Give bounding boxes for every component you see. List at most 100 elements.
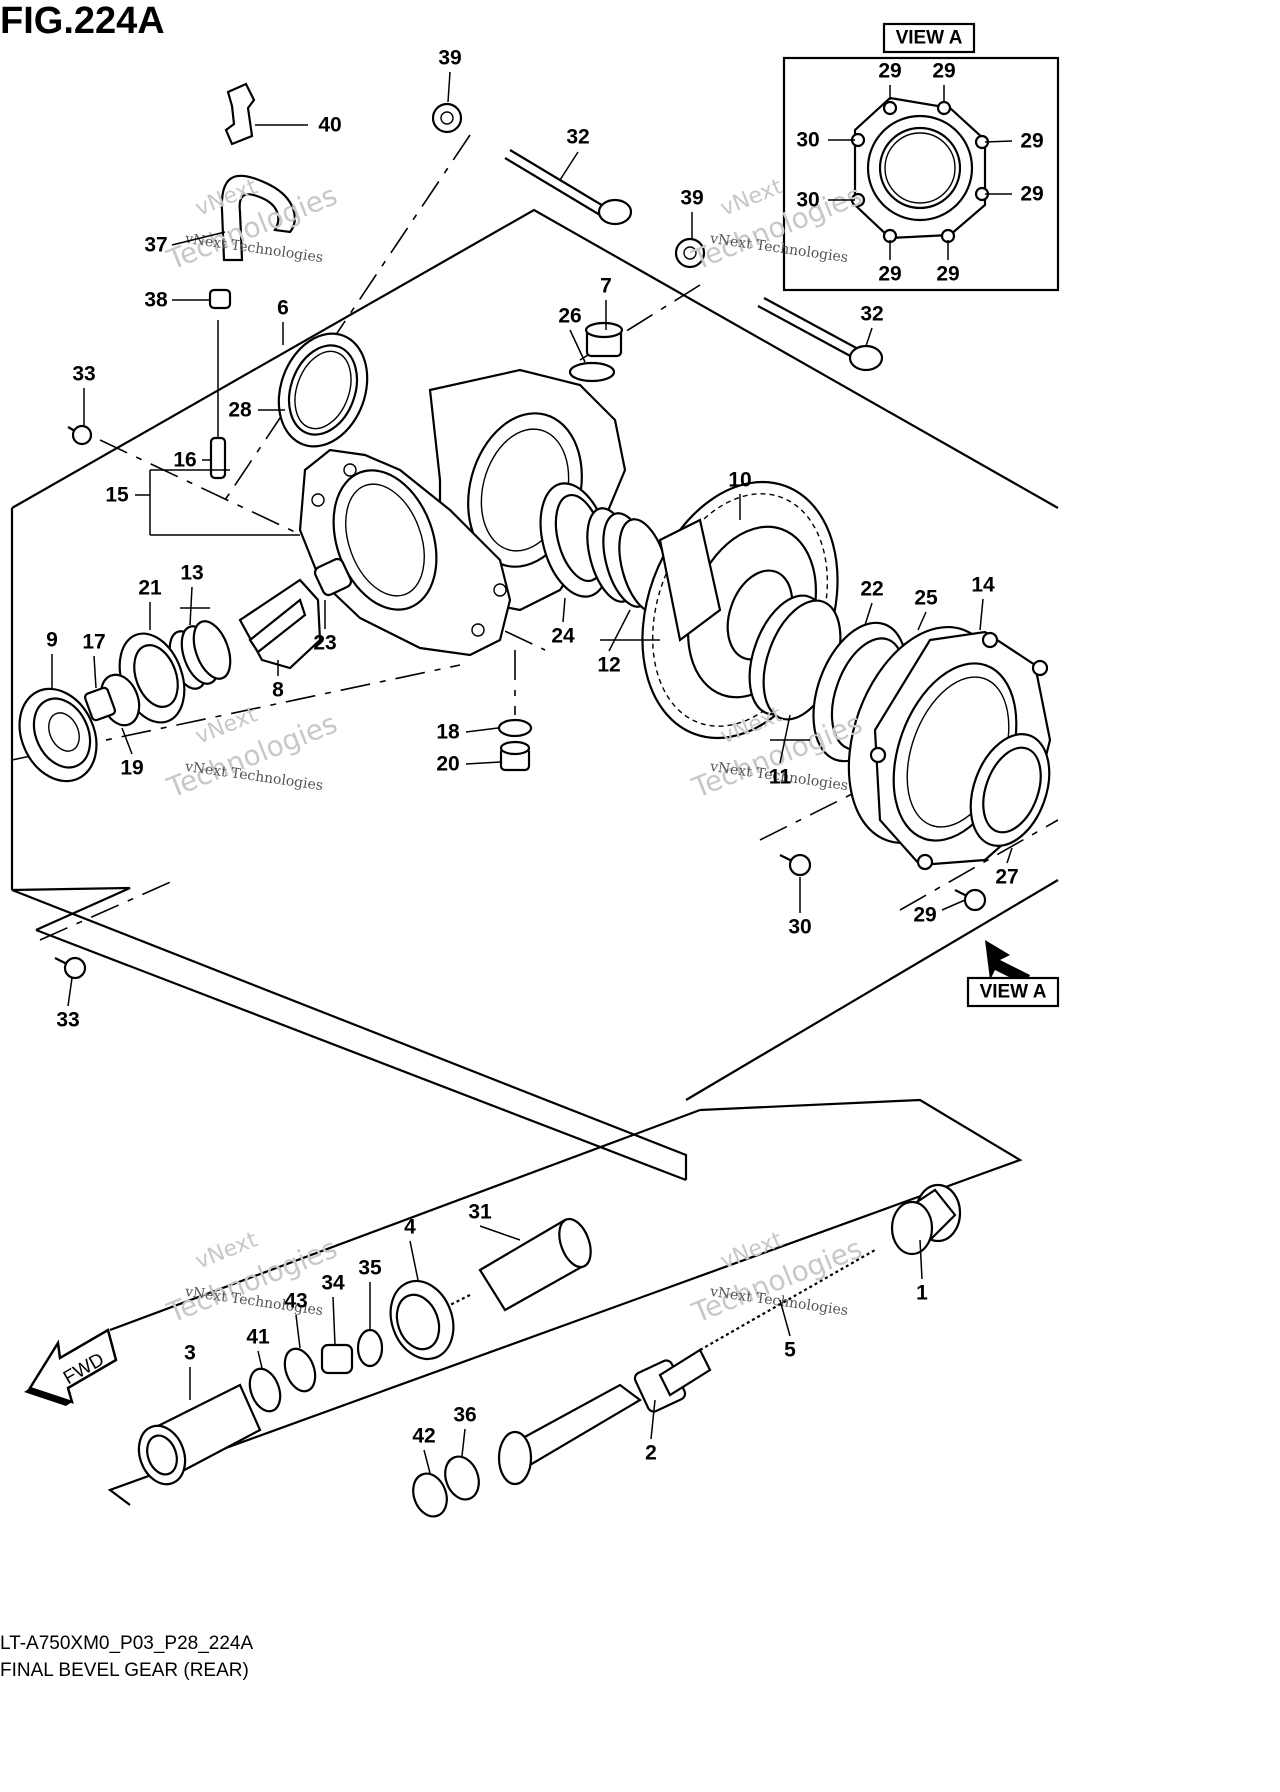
callout-c26: 26 xyxy=(558,305,581,328)
housing-flange-bore xyxy=(332,469,438,611)
leader-c26 xyxy=(569,329,586,363)
leader-c25 xyxy=(917,611,927,631)
o-ring-26 xyxy=(568,361,616,383)
callout-c30a: 30 xyxy=(788,916,811,939)
bolt-29 xyxy=(954,888,987,912)
centerline-bolt30 xyxy=(759,779,881,841)
view-a-tag-bottom xyxy=(966,976,1060,1008)
cover-bore xyxy=(884,132,956,204)
view-a-inset: VIEW A xyxy=(782,22,1060,292)
frame-lower-diagonal xyxy=(35,928,687,1182)
bolt-32a xyxy=(504,149,633,226)
callout-c12: 12 xyxy=(597,654,620,677)
cover-bolt-hole xyxy=(936,100,952,116)
callout-c32a: 32 xyxy=(566,126,589,149)
leader-c24 xyxy=(562,597,566,623)
callout-c19: 19 xyxy=(120,757,143,780)
view-a-tag-text-top: VIEW A xyxy=(896,28,963,49)
washer-35 xyxy=(356,1328,384,1368)
leader-c14 xyxy=(979,598,984,631)
coupling-1 xyxy=(890,1183,962,1256)
callout-c31: 31 xyxy=(468,1201,492,1224)
callout-c14: 14 xyxy=(971,574,995,597)
cover-bolt-hole xyxy=(882,100,898,116)
oil-seal-6 xyxy=(277,332,369,448)
callout-c23: 23 xyxy=(313,632,336,655)
joint-31 xyxy=(429,1217,592,1316)
plug-7 xyxy=(584,321,624,358)
circlip-43 xyxy=(283,1347,317,1393)
view-a-indicator: VIEW A xyxy=(966,940,1060,1008)
callout-c39a: 39 xyxy=(438,47,461,70)
callout-c27: 27 xyxy=(995,866,1018,889)
fwd-arrow: FWD xyxy=(24,1328,118,1406)
leader-c42 xyxy=(423,1449,431,1474)
cover-outline xyxy=(853,96,987,240)
callout-c9: 9 xyxy=(46,629,58,652)
nut-39a xyxy=(431,102,463,134)
callout-va29e: 29 xyxy=(878,263,901,286)
callout-c38: 38 xyxy=(144,289,168,312)
callout-c34: 34 xyxy=(321,1272,345,1295)
nut-39b xyxy=(674,237,706,269)
frame-top-edge xyxy=(11,208,1059,509)
leader-c22 xyxy=(864,602,873,626)
view-a-tag-top xyxy=(882,22,976,54)
frame-bottom-left xyxy=(11,888,688,1180)
footer-caption: FINAL BEVEL GEAR (REAR) xyxy=(0,1660,249,1681)
cover-outer-ring xyxy=(866,114,974,222)
callout-c5: 5 xyxy=(784,1339,796,1362)
callout-c16: 16 xyxy=(173,449,196,472)
callout-c29a: 29 xyxy=(913,904,936,927)
nut-17 xyxy=(83,686,117,722)
callout-c41: 41 xyxy=(246,1326,270,1349)
callout-c42: 42 xyxy=(412,1425,435,1448)
callout-c10: 10 xyxy=(728,469,751,492)
callout-va29d: 29 xyxy=(1020,183,1043,206)
callout-c33a: 33 xyxy=(72,363,95,386)
callout-c43: 43 xyxy=(284,1290,307,1313)
fwd-arrow-shadow xyxy=(24,1388,72,1406)
callout-c25: 25 xyxy=(914,587,938,610)
leader-c4 xyxy=(409,1240,419,1281)
upper-bolts xyxy=(67,102,884,446)
leader-c29a xyxy=(941,899,966,911)
centerline-bolt39 xyxy=(224,134,471,501)
view-a-box xyxy=(782,56,1060,292)
leader-c13 xyxy=(189,586,193,626)
leader-c31 xyxy=(479,1225,521,1241)
cover-14-and-gasket-25 xyxy=(847,625,1052,871)
callout-c15: 15 xyxy=(105,484,129,507)
cover-inner-ring xyxy=(878,126,962,210)
view-a-arrow xyxy=(985,940,1030,985)
bearing-23 xyxy=(313,557,353,597)
clamp-40 xyxy=(224,82,256,146)
leader-c32b xyxy=(865,327,873,347)
leader-c19 xyxy=(121,727,133,755)
clamp-38 xyxy=(208,288,232,310)
callout-c40: 40 xyxy=(318,114,341,137)
leader-c12 xyxy=(608,609,631,652)
callout-va29b: 29 xyxy=(932,60,955,83)
leader-c17 xyxy=(93,655,97,689)
callout-va29a: 29 xyxy=(878,60,901,83)
callout-c1: 1 xyxy=(916,1282,928,1305)
bolt-30 xyxy=(779,853,812,877)
callout-c22: 22 xyxy=(860,578,883,601)
callout-c13: 13 xyxy=(180,562,203,585)
callout-c39b: 39 xyxy=(680,187,703,210)
centerline-bolt33 xyxy=(39,879,176,941)
gasket-18 xyxy=(497,718,533,738)
hose-37 xyxy=(220,174,296,262)
drain-bolt-20 xyxy=(499,740,531,772)
shims-11 xyxy=(748,594,842,721)
leader-c41 xyxy=(257,1350,263,1369)
leader-c5 xyxy=(779,1299,791,1337)
frame-right-lower xyxy=(685,879,1059,1101)
callout-c24: 24 xyxy=(551,625,575,648)
